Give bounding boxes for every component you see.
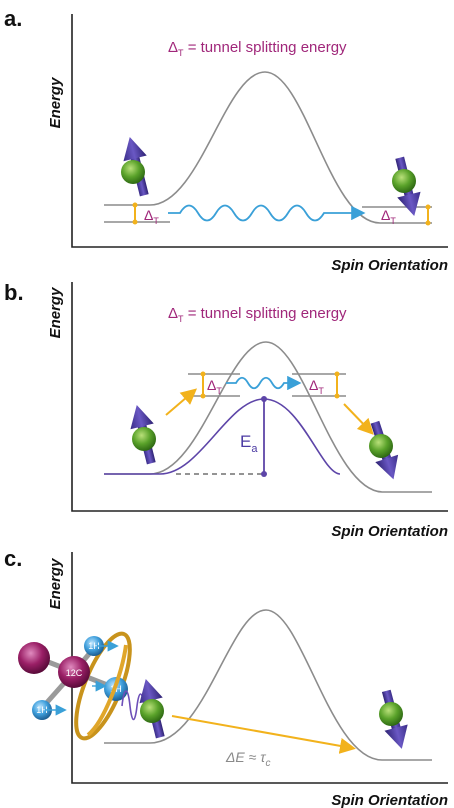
panel-c-relaxation-label: ΔE ≈ τc — [225, 749, 270, 769]
panel-b-title: ΔT = tunnel splitting energy — [168, 305, 347, 324]
panel-a-left-splitting-dot-top — [132, 202, 138, 208]
panel-c-double-well-curve — [104, 609, 432, 761]
panel-c-carbon-atom — [58, 656, 90, 688]
panel-c-rotation-ring-front — [86, 644, 128, 737]
panel-b-tunneling-wave-arrow — [226, 375, 302, 391]
panel-c-y-axis-label: Energy — [47, 558, 64, 610]
panel-a-right-splitting-dot-bottom — [425, 220, 431, 226]
panel-c-halogen-atom — [18, 642, 50, 674]
panel-b-relaxation-arrow — [343, 403, 374, 435]
panel-a-right-delta-label: ΔT — [381, 207, 396, 226]
panel-a-y-axis-label: Energy — [47, 77, 64, 129]
panel-c-carbon-label: 12C — [66, 668, 83, 678]
panel-c-relaxation-arrow — [171, 715, 356, 754]
panel-a-axes — [71, 14, 448, 248]
panel-b-right-splitting-dot-top — [334, 371, 340, 377]
panel-c-x-axis-label: Spin Orientation — [331, 792, 448, 808]
panel-b-left-delta-label: ΔT — [207, 377, 222, 396]
panel-c: c. Energy Spin Orientation ΔE ≈ τc 12C 1… — [4, 546, 448, 808]
panel-b-double-well-curve — [104, 341, 432, 493]
panel-b-left-splitting-dot-top — [200, 371, 206, 377]
panel-b: b. Energy Spin Orientation ΔT = tunnel s… — [4, 280, 448, 540]
panel-a-left-splitting-dot-bottom — [132, 219, 138, 225]
panel-b-right-atom — [369, 434, 393, 458]
panel-a-tunneling-wave-arrow — [168, 204, 366, 222]
panel-b-right-splitting-dot-bottom — [334, 393, 340, 399]
panel-c-hydrogen-bottom-label: 1H — [36, 705, 48, 715]
panel-a-right-splitting-dot-top — [425, 204, 431, 210]
panel-c-left-atom — [140, 699, 164, 723]
panel-b-axes — [71, 282, 448, 512]
panel-b-right-delta-label: ΔT — [309, 377, 324, 396]
panel-a-label: a. — [4, 6, 22, 31]
panel-c-right-atom — [379, 702, 403, 726]
panel-b-barrier-dot-top — [261, 396, 267, 402]
panel-a-right-atom — [392, 169, 416, 193]
panel-b-left-splitting-dot-bottom — [200, 393, 206, 399]
panel-c-hydrogen-top-label: 1H — [88, 641, 100, 651]
panel-b-activation-energy-label: Ea — [240, 432, 258, 455]
panel-c-hydrogen-top — [84, 636, 104, 656]
panel-a-left-delta-label: ΔT — [144, 207, 159, 226]
panel-a: a. Energy Spin Orientation ΔT = tunnel s… — [4, 6, 448, 274]
panel-b-x-axis-label: Spin Orientation — [331, 523, 448, 540]
panel-a-title: ΔT = tunnel splitting energy — [168, 39, 347, 58]
panel-b-left-atom — [132, 427, 156, 451]
panel-c-hydrogen-bottom — [32, 700, 52, 720]
panel-a-left-atom — [121, 160, 145, 184]
panel-c-axes — [71, 552, 448, 784]
panel-a-x-axis-label: Spin Orientation — [331, 257, 448, 274]
panel-a-double-well-curve — [104, 71, 432, 224]
panel-b-excitation-arrow — [165, 388, 198, 416]
panel-b-label: b. — [4, 280, 24, 305]
panel-c-label: c. — [4, 546, 22, 571]
panel-b-y-axis-label: Energy — [47, 287, 64, 339]
panel-b-barrier-dot-bottom — [261, 471, 267, 477]
